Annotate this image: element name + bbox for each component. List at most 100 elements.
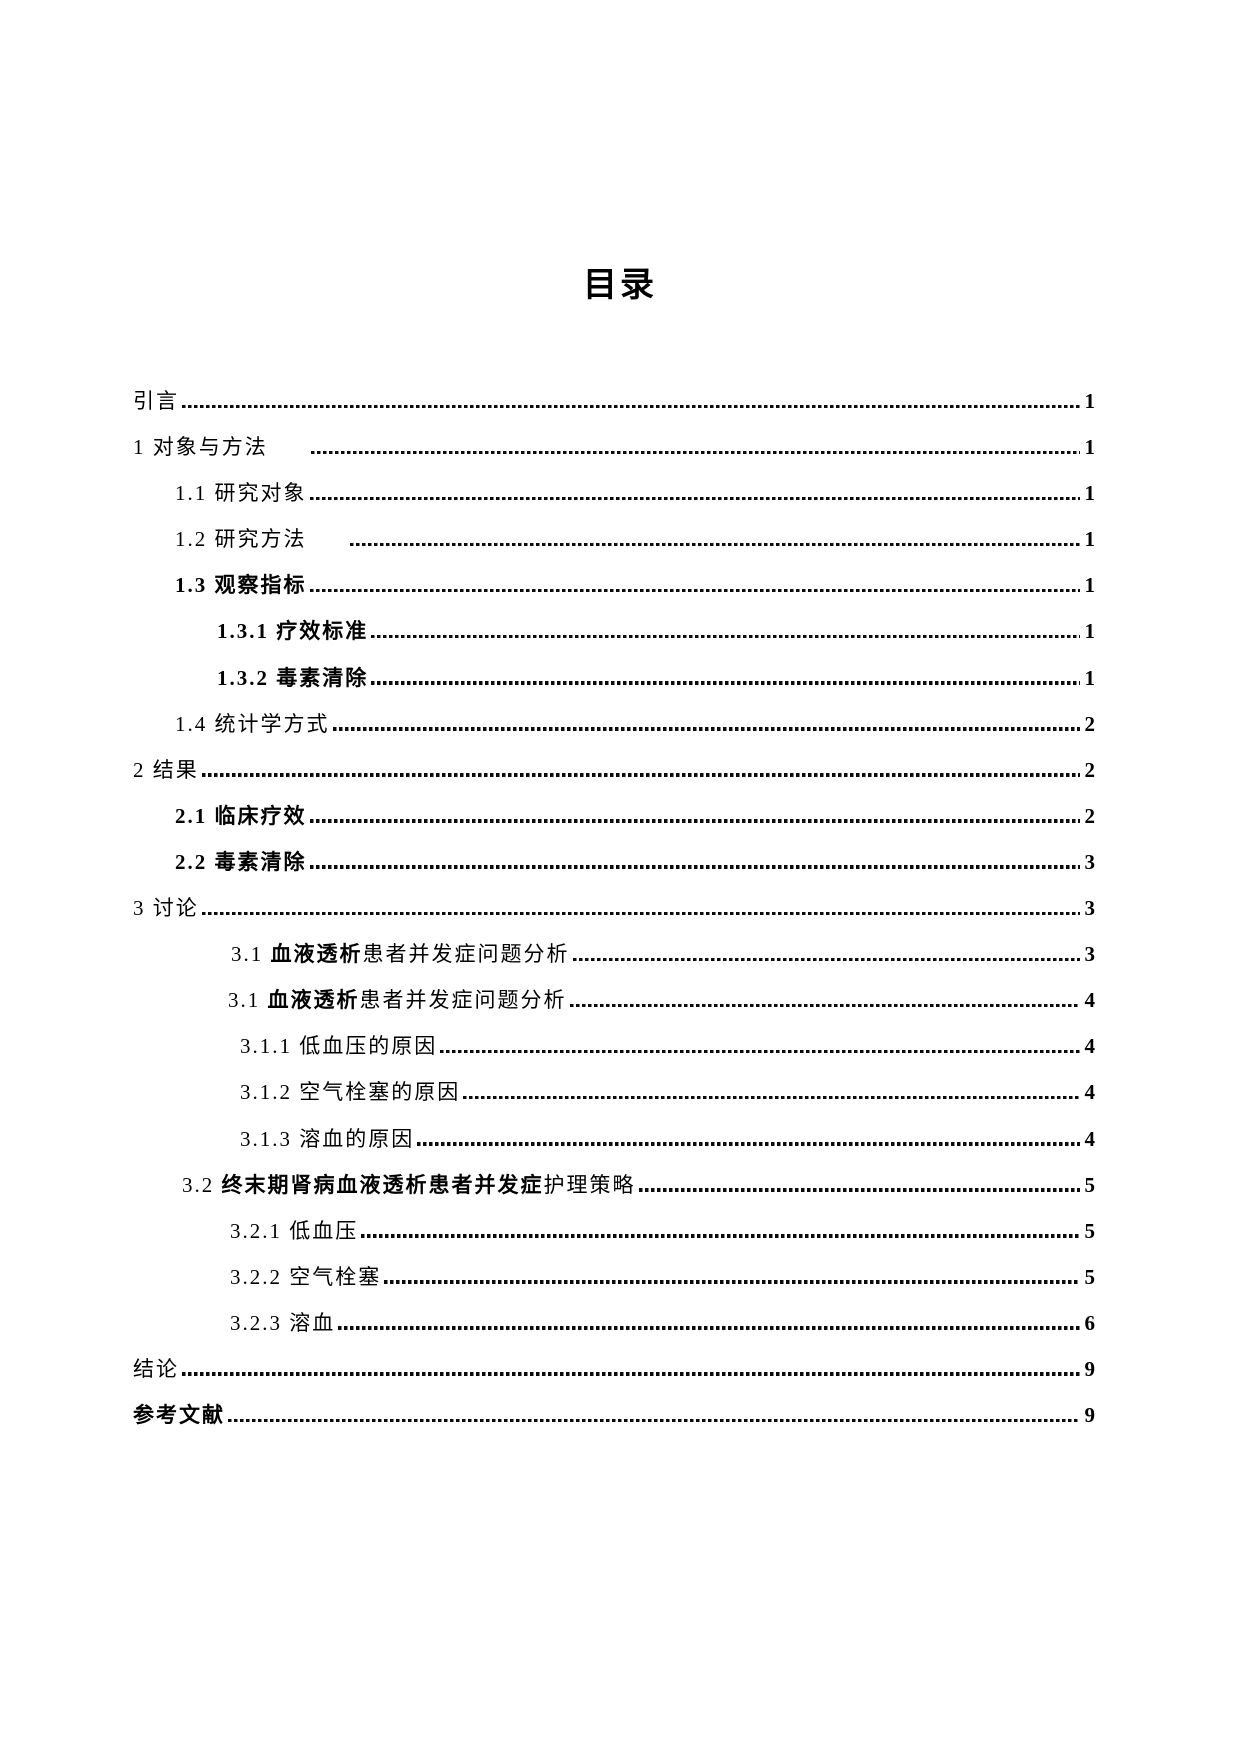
toc-page-number: 1	[1084, 389, 1096, 413]
toc-leader-dots	[182, 404, 1080, 408]
toc-label-segment: 1.2 研究方法	[175, 527, 307, 552]
toc-page-number: 9	[1084, 1403, 1096, 1428]
toc-entry-label: 3.2 终末期肾病血液透析患者并发症护理策略	[182, 1162, 636, 1208]
toc-entry[interactable]: 1.1 研究对象 1	[133, 470, 1095, 516]
toc-page-number: 3	[1084, 896, 1096, 921]
toc-entry[interactable]: 2.2 毒素清除 3	[133, 839, 1095, 885]
toc-label-segment: 3 讨论	[133, 896, 199, 921]
toc-leader-dots	[463, 1095, 1080, 1100]
toc-entry[interactable]: 1 对象与方法 1	[133, 424, 1095, 470]
toc-label-segment-bold: 1.3.2 毒素清除	[217, 665, 369, 690]
toc-label-segment: 1.4 统计学方式	[175, 711, 330, 736]
toc-entry-label: 1.4 统计学方式	[175, 701, 330, 747]
toc-leader-dots	[201, 773, 1080, 777]
toc-label-segment: 1.1 研究对象	[175, 481, 307, 506]
toc-leader-dots	[309, 588, 1080, 593]
toc-label-segment-bold: 血液透析	[270, 942, 363, 967]
toc-entry-label: 2.2 毒素清除	[175, 839, 307, 885]
toc-entry-label: 3.2.3 溶血	[230, 1300, 335, 1346]
toc-entry-label: 3.1 血液透析患者并发症问题分析	[228, 977, 567, 1023]
toc-entry-label: 3.2.2 空气栓塞	[230, 1254, 381, 1300]
toc-entry-label: 3 讨论	[133, 885, 199, 931]
toc-label-segment: 3.1.3 溶血的原因	[240, 1126, 415, 1151]
toc-label-segment: 患者并发症问题分析	[359, 988, 567, 1013]
toc-entry[interactable]: 2 结果 2	[133, 747, 1095, 793]
toc-entry[interactable]: 1.3.1 疗效标准 1	[133, 608, 1095, 654]
toc-entry-label: 3.1.1 低血压的原因	[240, 1023, 437, 1069]
toc-label-segment: 患者并发症问题分析	[362, 942, 570, 967]
toc-label-segment: 3.1.1 低血压的原因	[240, 1034, 438, 1059]
toc-leader-dots	[638, 1188, 1080, 1192]
toc-page-number: 3	[1084, 849, 1096, 874]
toc-label-segment: 3.2.3 溶血	[230, 1310, 336, 1335]
toc-entry-label: 1.3 观察指标	[175, 562, 307, 608]
toc-list: 引言 1 1 对象与方法 1 1.1 研究对象 1 1.2 研究方法 1 1.3…	[133, 378, 1095, 1438]
toc-entry[interactable]: 1.3.2 毒素清除 1	[133, 655, 1095, 701]
toc-leader-dots	[228, 1418, 1080, 1423]
toc-leader-dots	[384, 1280, 1080, 1284]
toc-label-segment-bold: 参考文献	[133, 1403, 225, 1428]
toc-entry[interactable]: 1.3 观察指标 1	[133, 562, 1095, 608]
toc-leader-dots	[361, 1234, 1080, 1238]
toc-entry[interactable]: 3.2.1 低血压 5	[133, 1208, 1095, 1254]
toc-page-number: 2	[1084, 803, 1096, 828]
toc-entry-label: 3.2.1 低血压	[230, 1208, 358, 1254]
toc-entry[interactable]: 1.4 统计学方式 2	[133, 701, 1095, 747]
toc-entry-label: 3.1.3 溶血的原因	[240, 1116, 414, 1162]
toc-leader-dots	[309, 819, 1080, 823]
toc-entry[interactable]: 3.1.1 低血压的原因 4	[133, 1023, 1095, 1069]
toc-page-number: 2	[1084, 757, 1096, 782]
toc-entry[interactable]: 3.1 血液透析患者并发症问题分析 4	[133, 977, 1095, 1023]
toc-page-number: 1	[1084, 527, 1096, 552]
toc-entry[interactable]: 3.1 血液透析患者并发症问题分析 3	[133, 931, 1095, 977]
toc-label-segment: 引言	[133, 389, 179, 413]
toc-page-number: 5	[1084, 1172, 1096, 1197]
toc-entry[interactable]: 3.1.3 溶血的原因 4	[133, 1116, 1095, 1162]
toc-page-number: 6	[1084, 1310, 1096, 1335]
toc-entry[interactable]: 结论 9	[133, 1346, 1095, 1392]
toc-leader-dots	[417, 1142, 1080, 1146]
toc-entry-label: 1.1 研究对象	[175, 470, 307, 516]
toc-label-segment: 3.1	[228, 988, 268, 1013]
toc-label-segment: 3.2.1 低血压	[230, 1218, 359, 1243]
toc-page-number: 4	[1084, 988, 1096, 1013]
toc-leader-dots	[572, 957, 1080, 962]
toc-entry[interactable]: 3.2 终末期肾病血液透析患者并发症护理策略 5	[133, 1162, 1095, 1208]
toc-label-segment-bold: 1.3 观察指标	[175, 573, 307, 598]
toc-label-segment: 3.1.2 空气栓塞的原因	[240, 1080, 461, 1105]
toc-label-segment: 3.2.2 空气栓塞	[230, 1264, 382, 1289]
toc-entry[interactable]: 参考文献 9	[133, 1392, 1095, 1438]
toc-page-number: 4	[1084, 1080, 1096, 1105]
toc-entry-label: 引言	[133, 378, 179, 424]
toc-leader-dots	[338, 1326, 1080, 1330]
toc-entry[interactable]: 1.2 研究方法 1	[133, 516, 1095, 562]
toc-label-segment-bold: 终末期肾病血液透析患者并发症	[221, 1172, 544, 1197]
toc-leader-dots	[309, 496, 1080, 501]
toc-leader-dots	[371, 681, 1080, 685]
toc-entry-label: 参考文献	[133, 1392, 225, 1438]
toc-leader-dots	[569, 1003, 1080, 1008]
toc-entry[interactable]: 3.1.2 空气栓塞的原因 4	[133, 1069, 1095, 1115]
toc-page-number: 2	[1084, 711, 1096, 736]
toc-entry-label: 3.1.2 空气栓塞的原因	[240, 1069, 460, 1115]
toc-label-segment: 护理策略	[543, 1172, 636, 1197]
toc-entry[interactable]: 引言 1	[133, 378, 1095, 424]
toc-leader-dots	[182, 1372, 1080, 1376]
toc-entry-label: 2.1 临床疗效	[175, 793, 307, 839]
toc-entry-label: 1.3.2 毒素清除	[217, 655, 368, 701]
toc-label-segment: 3.2	[182, 1172, 222, 1197]
toc-entry[interactable]: 3 讨论 3	[133, 885, 1095, 931]
toc-tab-spacer	[268, 453, 308, 454]
toc-label-segment: 结论	[133, 1356, 179, 1381]
toc-label-segment: 3.1	[231, 942, 271, 967]
toc-entry[interactable]: 3.2.3 溶血 6	[133, 1300, 1095, 1346]
toc-entry[interactable]: 2.1 临床疗效 2	[133, 793, 1095, 839]
toc-leader-dots	[309, 865, 1080, 869]
toc-entry-label: 结论	[133, 1346, 179, 1392]
toc-leader-dots	[332, 727, 1080, 731]
toc-page-number: 4	[1084, 1034, 1096, 1059]
toc-entry[interactable]: 3.2.2 空气栓塞 5	[133, 1254, 1095, 1300]
toc-label-segment-bold: 血液透析	[267, 988, 360, 1013]
toc-page-number: 9	[1084, 1356, 1096, 1381]
toc-page-number: 4	[1084, 1126, 1096, 1151]
